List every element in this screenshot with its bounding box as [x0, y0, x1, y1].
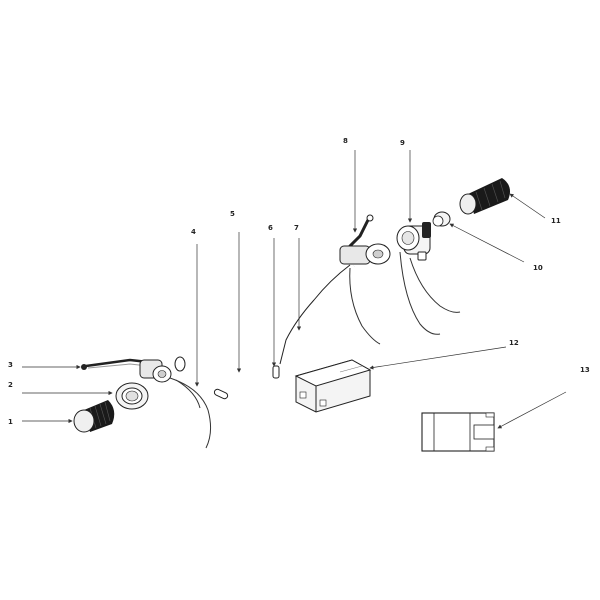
callout-8: 8 [343, 137, 348, 145]
handlebar [174, 261, 358, 382]
leader-11 [509, 193, 546, 219]
control-box [294, 359, 372, 413]
callout-2: 2 [8, 381, 13, 389]
callout-3: 3 [8, 361, 13, 369]
callout-10: 10 [533, 264, 543, 272]
right-cable-2 [399, 251, 441, 335]
callout-9: 9 [400, 139, 405, 147]
left-grip [73, 400, 115, 433]
leader-12 [369, 346, 507, 370]
bearing-ring [115, 382, 149, 410]
callout-12: 12 [509, 339, 519, 347]
right-cable-1 [349, 267, 381, 345]
callout-13: 13 [580, 366, 590, 374]
brake-cable [279, 264, 351, 365]
callout-1: 1 [8, 418, 13, 426]
leader-10 [449, 223, 525, 263]
leader-13 [497, 391, 567, 429]
left-cable-secondary [175, 379, 201, 409]
right-brake-lever [339, 214, 391, 265]
collar [432, 211, 451, 227]
pin [213, 388, 229, 400]
right-cable-3 [409, 257, 461, 313]
throttle-housing [396, 222, 431, 261]
callout-6: 6 [268, 224, 273, 232]
left-cable [169, 377, 212, 449]
bracket-outline [421, 412, 495, 452]
callout-11: 11 [551, 217, 561, 225]
left-brake-lever [81, 358, 172, 383]
callout-5: 5 [230, 210, 235, 218]
callout-4: 4 [191, 228, 196, 236]
cable-end-fitting [272, 365, 280, 379]
right-grip [459, 178, 510, 215]
callout-7: 7 [294, 224, 299, 232]
